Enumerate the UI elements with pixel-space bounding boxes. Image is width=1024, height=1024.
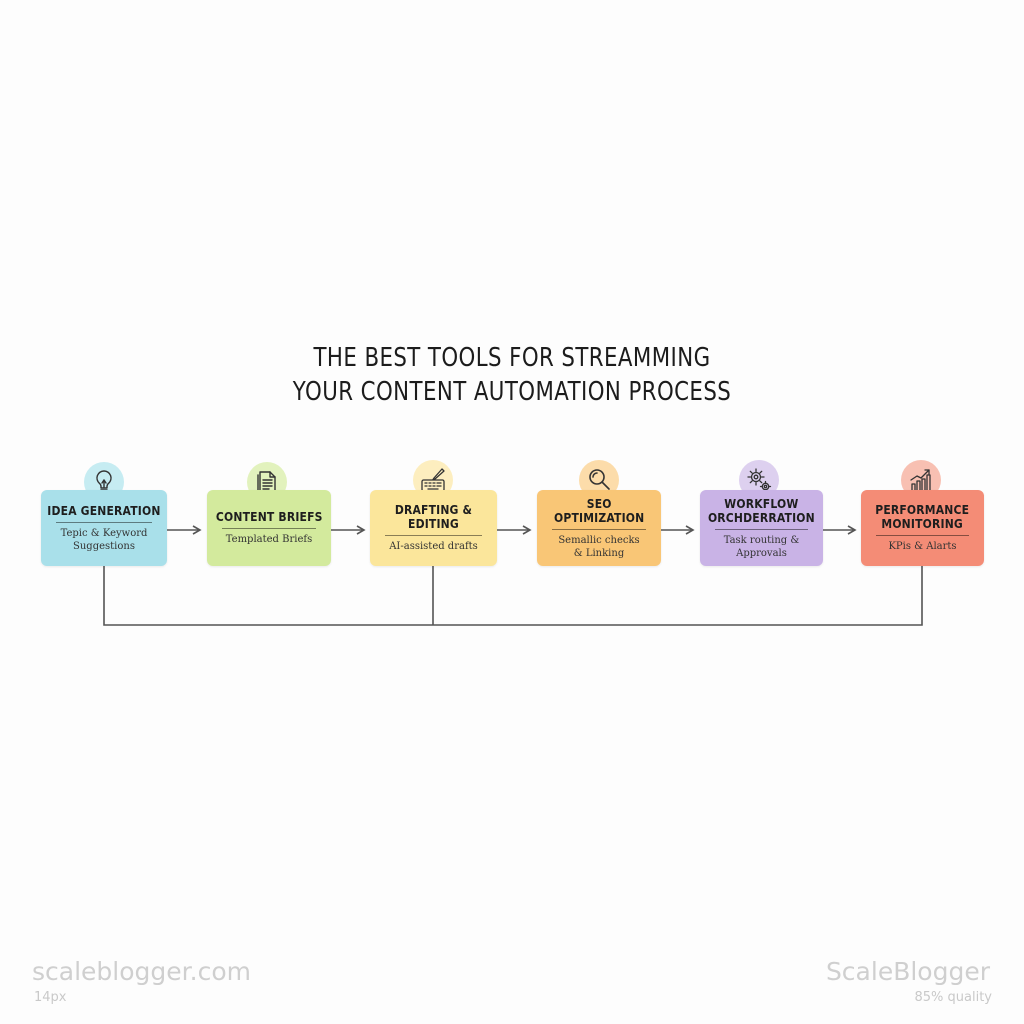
stage-divider: [221, 528, 317, 529]
stage-drafting-editing: DRAFTING & EDITING AI-assisted drafts: [370, 490, 497, 566]
stage-title: DRAFTING & EDITING: [394, 503, 473, 531]
stage-description: KPis & Alarts: [888, 541, 957, 552]
magnifier-icon: [589, 469, 610, 490]
stage-description: Templated Briefs: [225, 534, 313, 545]
stage-divider: [714, 528, 809, 530]
keyboard-pen-icon: [421, 468, 445, 492]
stage-description: Tepic & Keyword Suggestions: [60, 527, 148, 552]
stage-idea-generation: IDEA GENERATION Tepic & Keyword Suggesti…: [41, 490, 167, 566]
stage-divider: [875, 535, 970, 536]
stage-seo-optimization: SEO OPTIMIZATION Semallic checks & Linki…: [537, 490, 661, 566]
stage-divider: [551, 528, 647, 530]
stage-description: AI-assisted drafts: [389, 541, 478, 552]
stage-title: WORKFLOW ORCHDERRATION: [708, 496, 815, 525]
stage-title: CONTENT BRIEFS: [215, 510, 323, 524]
stage-description: Task routing & Approvals: [723, 534, 800, 559]
stage-performance-monitoring: PERFORMANCE MONITORING KPis & Alarts: [861, 490, 984, 566]
stage-divider: [385, 535, 482, 536]
stage-divider: [56, 521, 152, 523]
watermark-right: ScaleBlogger: [825, 957, 990, 986]
stage-title: SEO OPTIMIZATION: [553, 496, 645, 525]
diagram-title: THE BEST TOOLS FOR STREAMMING YOUR CONTE…: [92, 341, 932, 409]
title-line-1: THE BEST TOOLS FOR STREAMMING: [313, 343, 711, 373]
title-line-2: YOUR CONTENT AUTOMATION PROCESS: [292, 377, 732, 407]
stage-workflow-orchestration: WORKFLOW ORCHDERRATION Task routing & Ap…: [700, 490, 823, 566]
watermark-left-caption: 14px: [34, 990, 67, 1005]
stage-content-briefs: CONTENT BRIEFS Templated Briefs: [207, 490, 331, 566]
stage-description: Semallic checks & Linking: [558, 534, 640, 559]
stage-title: PERFORMANCE MONITORING: [875, 503, 970, 531]
watermark-left: scaleblogger.com: [32, 957, 251, 986]
feedback-loop-line: [103, 566, 923, 626]
stage-title: IDEA GENERATION: [47, 503, 161, 518]
watermark-right-caption: 85% quality: [914, 990, 993, 1005]
